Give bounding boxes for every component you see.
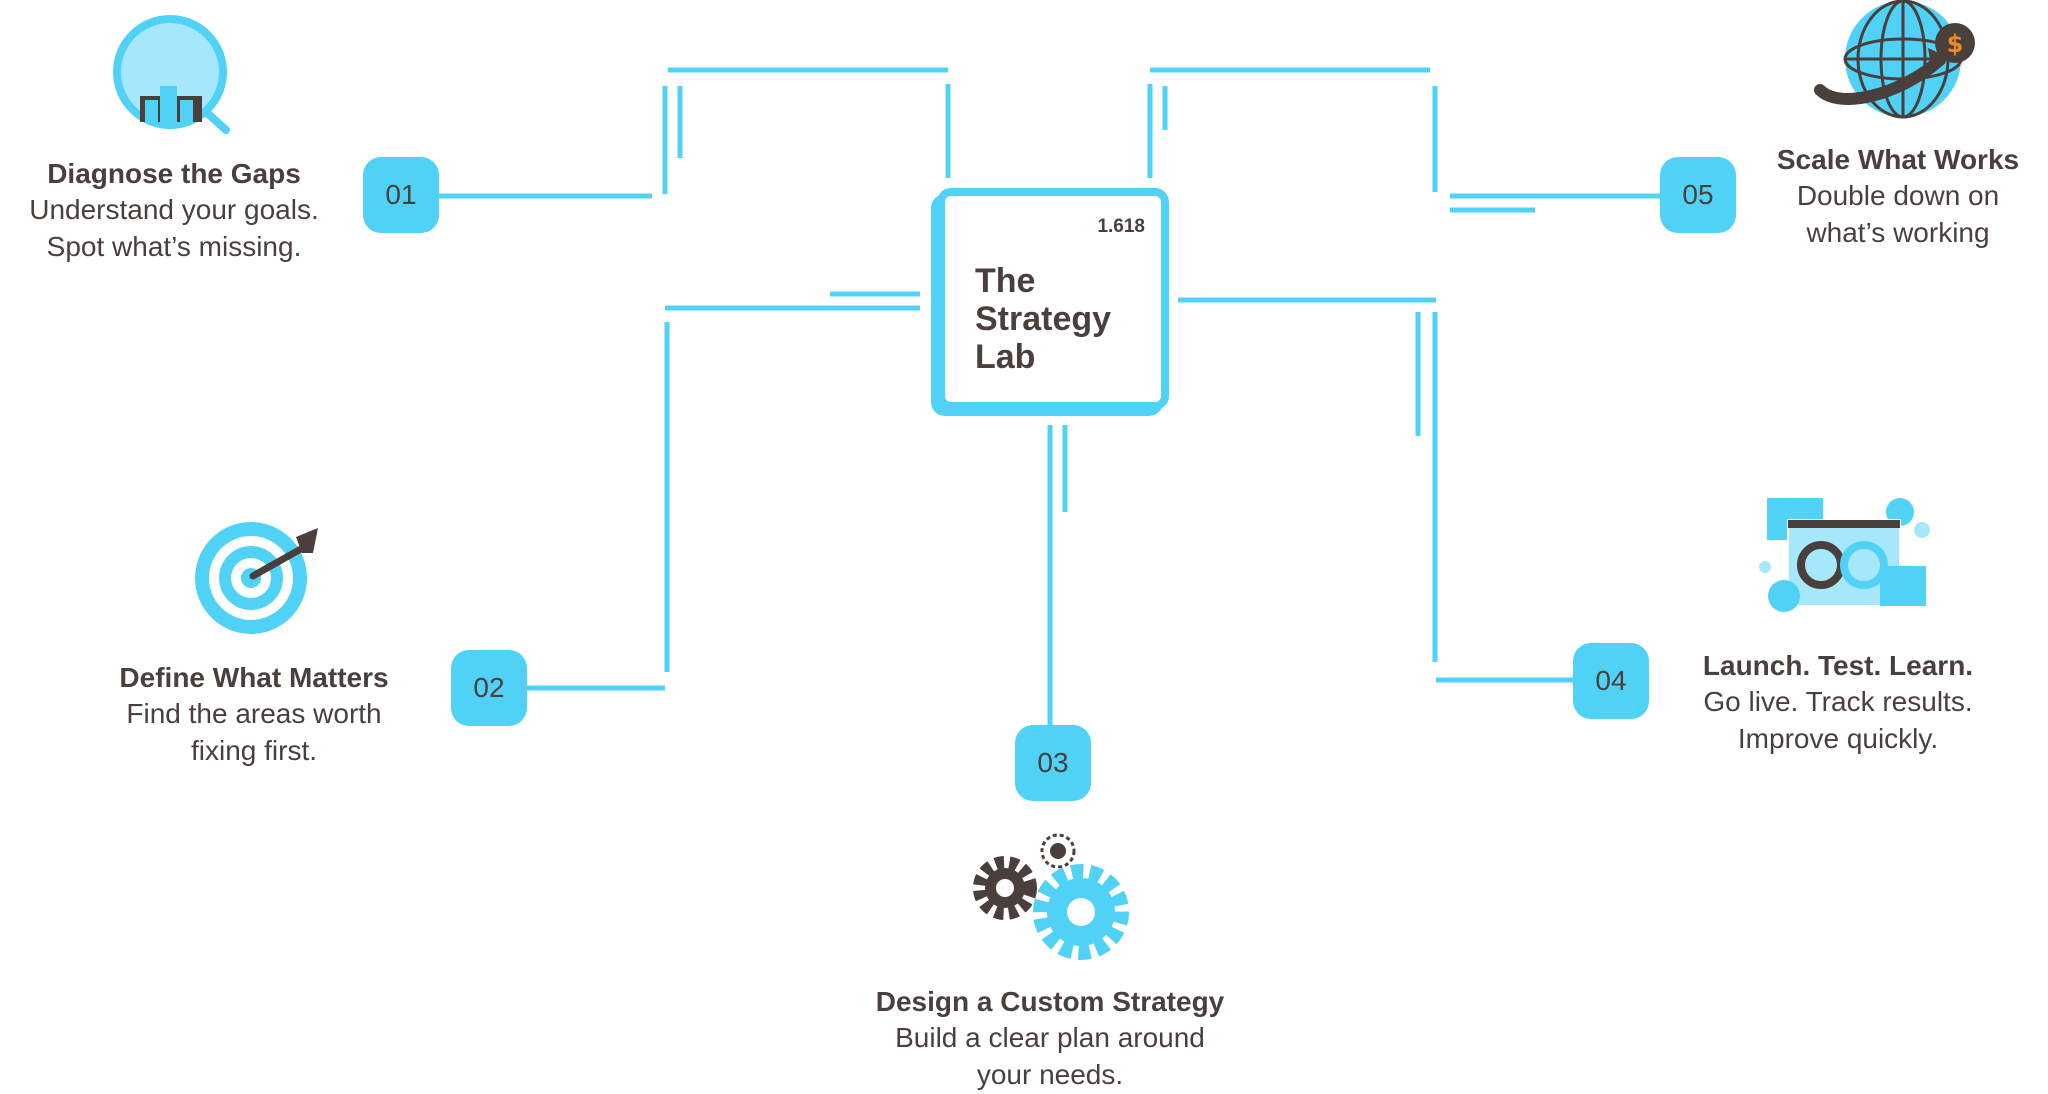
gears-icon <box>973 833 1129 960</box>
magnifier-chart-icon <box>113 15 230 134</box>
target-dart-icon <box>195 522 318 634</box>
step-badge-02: 02 <box>451 650 527 726</box>
step-description: Double down on <box>1796 180 2000 212</box>
step-badge-03: 03 <box>1015 725 1091 801</box>
step-title: Diagnose the Gaps <box>47 158 301 189</box>
step-description: Go live. Track results. <box>1703 686 1973 718</box>
step-text-05: Scale What Works Double down on what’s w… <box>1748 142 2048 251</box>
svg-text:$: $ <box>1947 30 1964 58</box>
step-title: Design a Custom Strategy <box>875 986 1225 1017</box>
center-title-line: The <box>975 262 1036 300</box>
step-text-01: Diagnose the Gaps Understand your goals.… <box>0 156 348 265</box>
infinity-loop-icon <box>1759 498 1930 612</box>
center-card: 1.618 The Strategy Lab <box>937 188 1169 410</box>
step-description: your needs. <box>976 1058 1124 1090</box>
step-title: Scale What Works <box>1776 144 2020 175</box>
step-badge-05: 05 <box>1660 157 1736 233</box>
step-text-04: Launch. Test. Learn. Go live. Track resu… <box>1668 648 2008 757</box>
step-title: Launch. Test. Learn. <box>1702 650 1974 681</box>
step-description: fixing first. <box>190 734 318 766</box>
step-description: Find the areas worth <box>126 698 382 730</box>
center-title-line: Lab <box>975 338 1036 377</box>
center-title-line: Strategy <box>975 300 1112 339</box>
step-description: Improve quickly. <box>1737 722 1939 754</box>
step-text-03: Design a Custom Strategy Build a clear p… <box>830 984 1270 1093</box>
step-description: Spot what’s missing. <box>46 230 302 262</box>
step-text-02: Define What Matters Find the areas worth… <box>70 660 438 769</box>
connector-lines <box>438 67 1660 725</box>
center-number: 1.618 <box>1097 216 1145 237</box>
step-description: Understand your goals. <box>29 194 319 226</box>
step-description: Build a clear plan around <box>895 1022 1205 1054</box>
globe-dollar-icon: $ <box>1814 0 1975 119</box>
step-title: Define What Matters <box>119 662 389 693</box>
step-description: what’s working <box>1806 216 1990 248</box>
step-badge-04: 04 <box>1573 643 1649 719</box>
step-badge-01: 01 <box>363 157 439 233</box>
center-title: The Strategy Lab <box>975 262 1111 376</box>
